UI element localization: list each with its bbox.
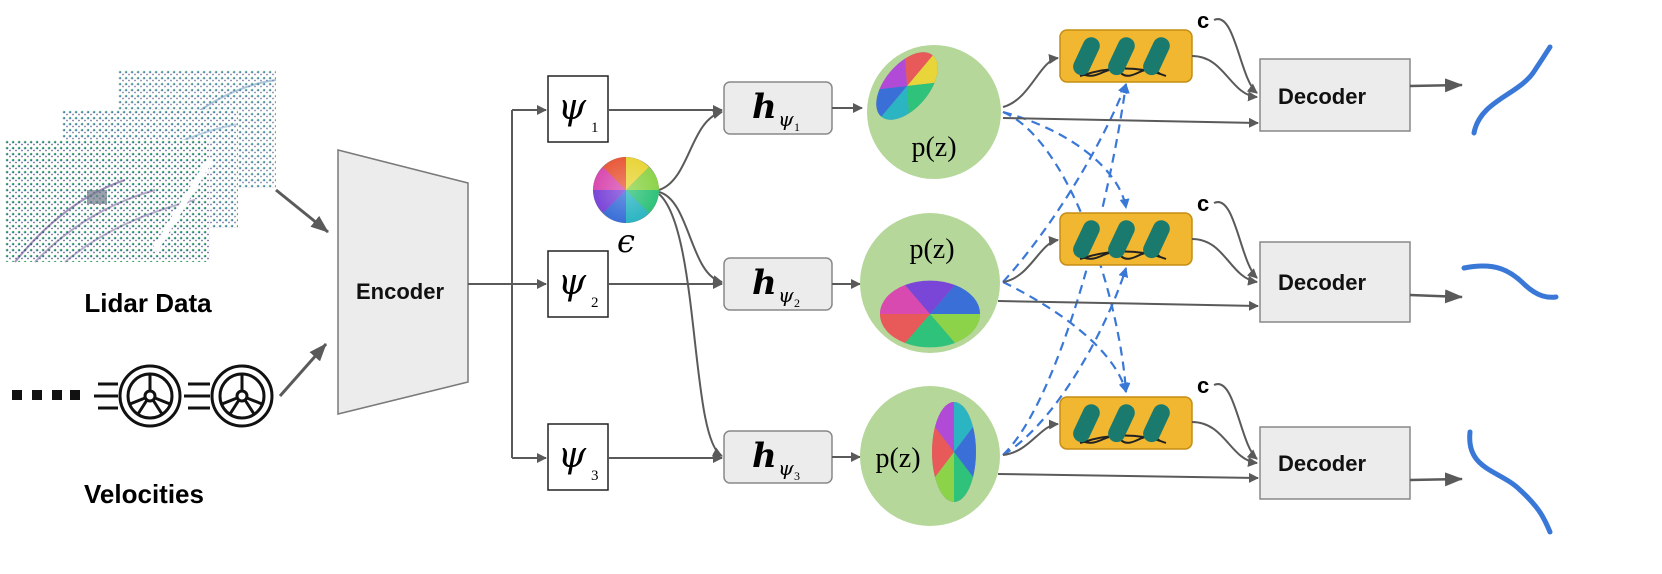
condition-label: c: [1197, 8, 1209, 33]
h-symbol: h: [752, 263, 777, 303]
pz-to-orange-arrows: [1002, 54, 1059, 456]
decoder-output-arrows: [1409, 78, 1463, 487]
h-symbol: h: [752, 436, 777, 476]
pz-circle-3: p(z): [860, 386, 1000, 526]
h-symbol: h: [752, 87, 777, 127]
h-subscript: 3: [794, 469, 800, 483]
h-box-2: h ψ 2: [723, 257, 833, 311]
velocities-label: Velocities: [84, 479, 204, 509]
decoder-label: Decoder: [1278, 84, 1366, 109]
encoder-fanout: [468, 105, 547, 463]
h-psi: ψ: [778, 456, 794, 480]
condition-label: c: [1197, 373, 1209, 398]
encoder-block: [337, 149, 469, 415]
h-to-pz-arrows: [832, 103, 863, 462]
orange-block-3: [1059, 396, 1193, 450]
trajectory-curve-3: [1467, 429, 1553, 535]
decoder-block-1: Decoder: [1259, 58, 1411, 132]
trajectory-curve-1: [1471, 44, 1553, 136]
decoder-label: Decoder: [1278, 451, 1366, 476]
pz-label: p(z): [875, 443, 920, 474]
h-box-1: h ψ 1: [723, 81, 833, 135]
pz-circle-2: p(z): [860, 213, 1000, 353]
pz-label: p(z): [911, 132, 956, 163]
to-decoder-arrows: [997, 18, 1259, 483]
psi-subscript: 3: [591, 468, 599, 484]
h-subscript: 1: [794, 120, 800, 134]
decoder-block-3: Decoder: [1259, 426, 1411, 500]
decoder-block-2: Decoder: [1259, 241, 1411, 323]
condition-label: c: [1197, 191, 1209, 216]
arrow-velocity-to-encoder: [278, 343, 328, 397]
orange-block-1: [1059, 29, 1193, 83]
wheel-icon: [94, 364, 182, 428]
orange-block-2: [1059, 212, 1193, 266]
pz-circle-1: p(z): [867, 45, 1001, 179]
epsilon-to-h-curves: [658, 109, 723, 457]
h-psi: ψ: [778, 107, 794, 131]
trajectory-curve-2: [1461, 263, 1559, 300]
psi-box-2: ψ 2: [547, 250, 609, 318]
h-subscript: 2: [794, 296, 800, 310]
arrow-lidar-to-encoder: [275, 188, 329, 234]
psi-subscript: 2: [591, 295, 599, 311]
encoder-label: Encoder: [356, 279, 444, 304]
psi-symbol: ψ: [558, 87, 587, 128]
epsilon-label: ϵ: [617, 222, 635, 260]
velocity-dots: [12, 390, 80, 400]
h-psi: ψ: [778, 283, 794, 307]
psi-symbol: ψ: [558, 262, 587, 303]
decoder-label: Decoder: [1278, 270, 1366, 295]
psi-subscript: 1: [591, 120, 599, 136]
psi-symbol: ψ: [558, 435, 587, 476]
psi-box-1: ψ 1: [547, 75, 609, 143]
dashed-cross-connections: [1002, 83, 1131, 456]
epsilon-sphere: [593, 157, 659, 223]
lidar-data-image: [5, 70, 277, 263]
h-box-3: h ψ 3: [723, 430, 833, 484]
wheel-icon: [184, 364, 274, 428]
pz-label: p(z): [909, 234, 954, 265]
psi-to-h-arrows: [608, 105, 723, 463]
lidar-data-label: Lidar Data: [84, 288, 212, 318]
output-trajectories: [1461, 44, 1559, 535]
psi-box-3: ψ 3: [547, 423, 609, 491]
